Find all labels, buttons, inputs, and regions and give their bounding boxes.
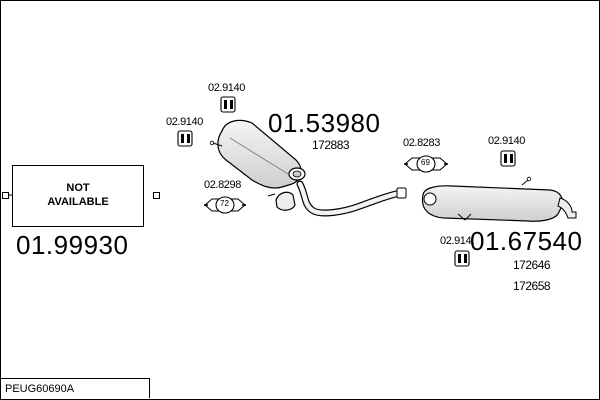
footer-reference-box: PEUG60690A — [0, 378, 150, 398]
available-label: AVAILABLE — [47, 196, 109, 208]
clamp-02-8283[interactable] — [404, 155, 448, 173]
hanger-top-left-code: 02.9140 — [166, 116, 203, 128]
hanger-top-center-code: 02.9140 — [208, 82, 245, 94]
hanger-bottom-right-code: 02.9140 — [440, 236, 474, 247]
footer-reference: PEUG60690A — [5, 382, 75, 395]
front-muffler-code: 01.53980 — [268, 108, 381, 138]
rear-muffler-part[interactable] — [421, 176, 577, 222]
hanger-top-center[interactable] — [220, 96, 236, 113]
rear-muffler-ref-2: 172658 — [513, 279, 551, 293]
clamp-69-label: 69 — [421, 158, 430, 167]
clamp-02-8298-code: 02.8298 — [204, 179, 241, 191]
front-muffler-part[interactable] — [209, 119, 306, 197]
clamp-02-8283-code: 02.8283 — [403, 137, 440, 149]
hanger-top-right[interactable] — [500, 150, 516, 167]
hanger-top-right-code: 02.9140 — [488, 135, 525, 147]
rear-muffler-ref-1: 172646 — [513, 258, 551, 272]
clamp-72-label: 72 — [220, 199, 229, 208]
missing-part-right-port — [153, 192, 160, 199]
rear-muffler-code: 01.67540 — [470, 226, 583, 256]
not-label: NOT — [66, 182, 90, 195]
front-inlet-stub — [275, 191, 296, 211]
missing-part-code: 01.99930 — [16, 230, 129, 260]
front-muffler-ref: 172883 — [312, 138, 350, 152]
intermediate-pipe — [296, 180, 407, 217]
missing-part-box[interactable]: NOT AVAILABLE — [12, 165, 144, 227]
clamp-02-8298[interactable] — [204, 196, 246, 214]
hanger-bottom-right[interactable] — [454, 250, 470, 267]
missing-part-left-port — [2, 192, 9, 199]
hanger-top-left[interactable] — [177, 130, 193, 147]
